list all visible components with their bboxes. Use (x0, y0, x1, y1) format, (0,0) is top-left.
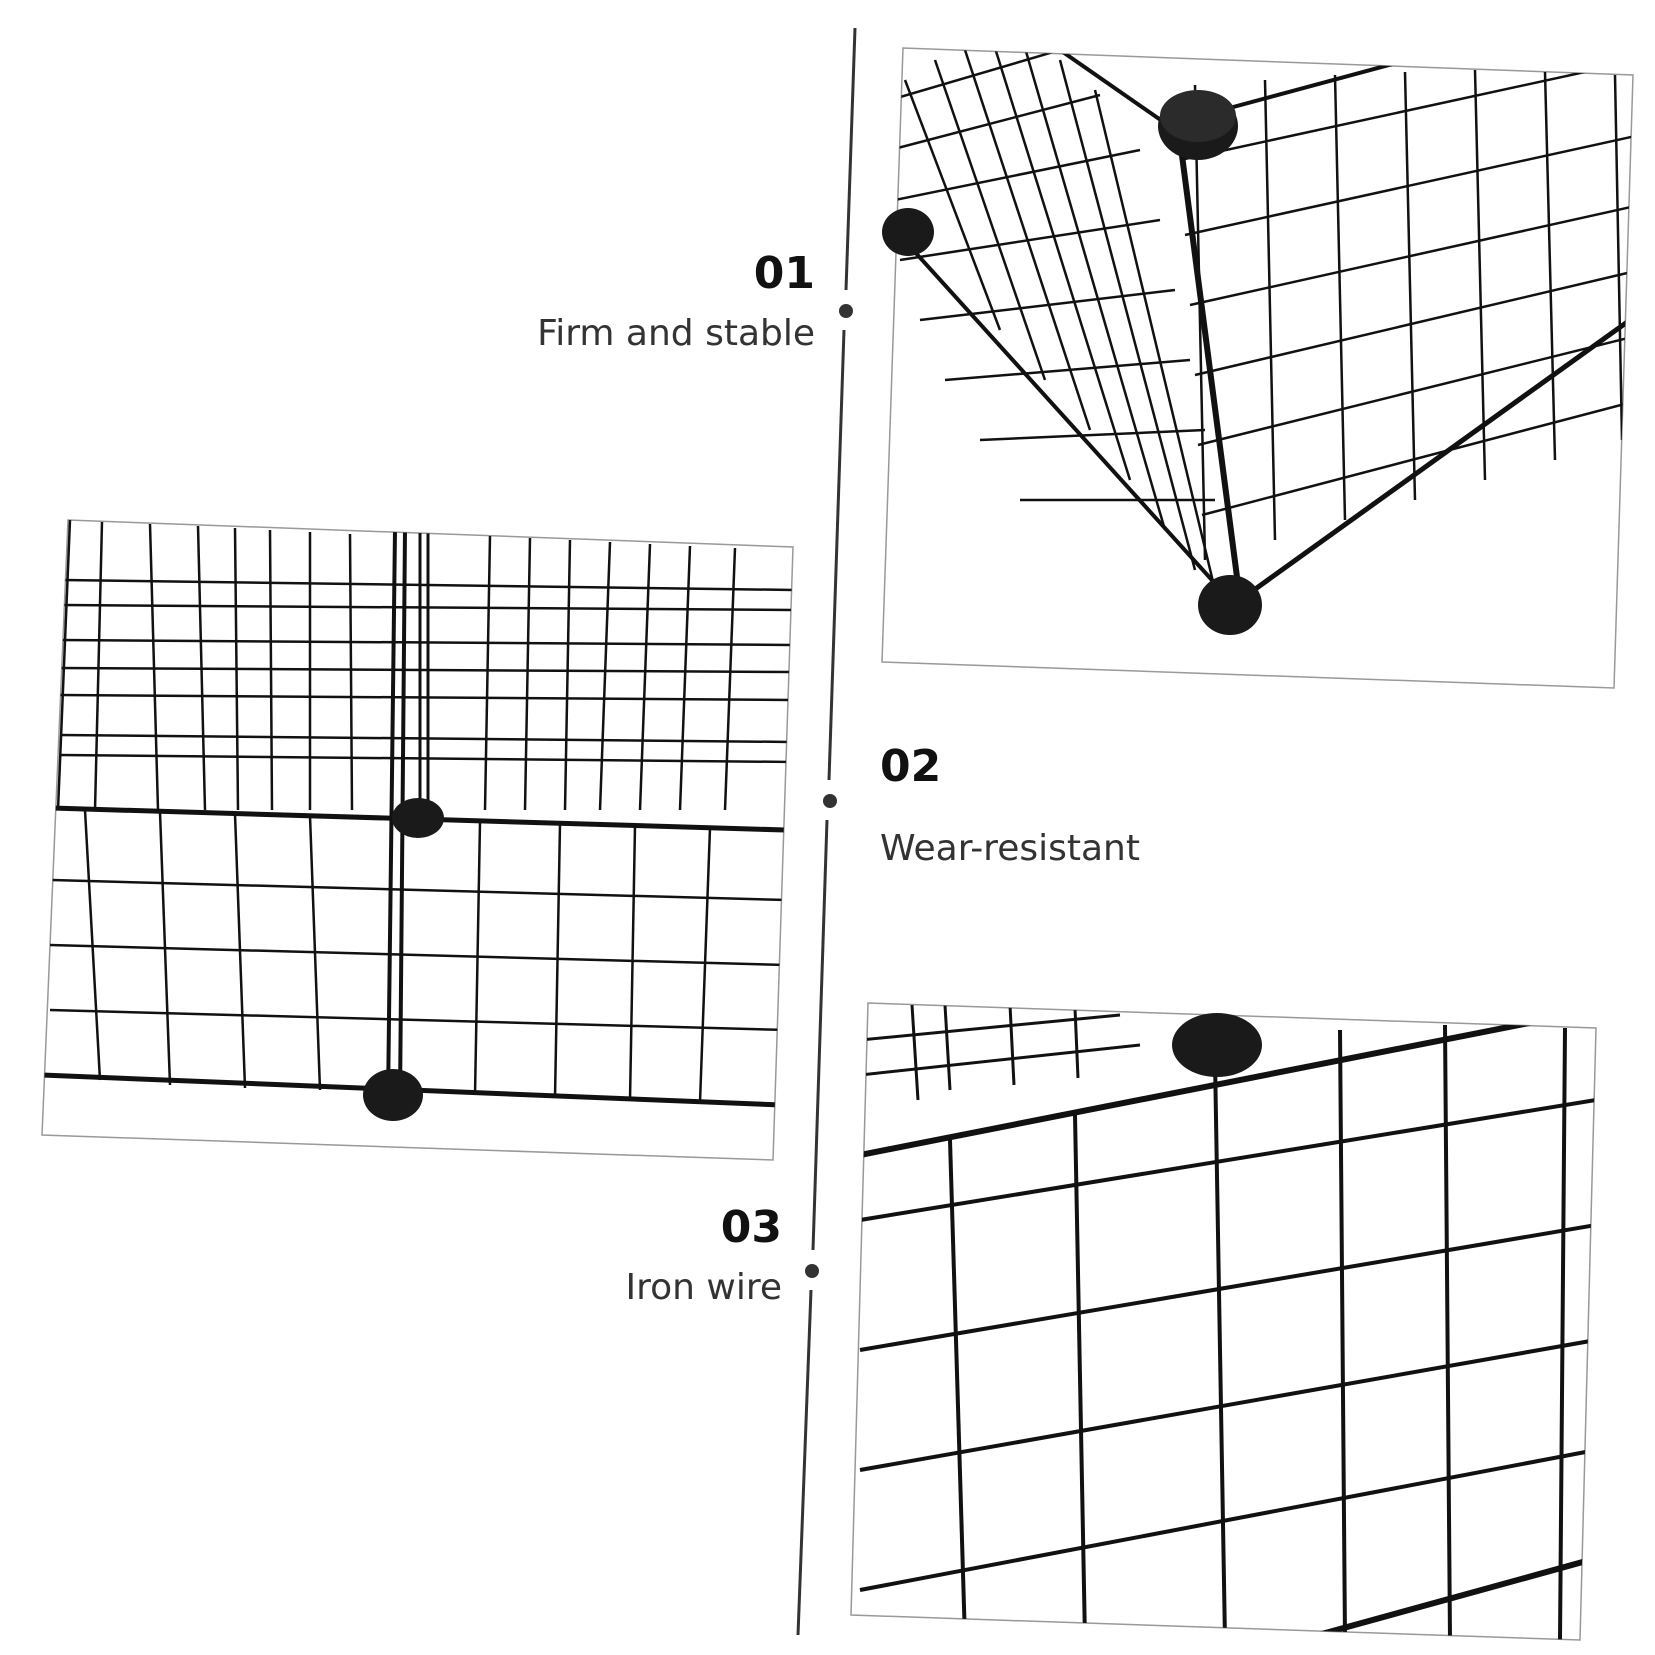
divider-segment-bottom (796, 1289, 813, 1636)
feature-number: 01 (753, 248, 815, 299)
feature-label: Firm and stable (537, 313, 815, 354)
divider-segment-top (844, 27, 857, 291)
feature-02: 02 Wear-resistant (880, 745, 1140, 867)
timeline-dot-03 (805, 1264, 819, 1278)
connector-bottom (1198, 575, 1262, 635)
feature-number: 02 (880, 741, 942, 792)
connector-middle (392, 798, 444, 838)
connector-top (1172, 1013, 1262, 1077)
feature-label: Wear-resistant (880, 828, 1140, 869)
feature-label: Iron wire (625, 1267, 782, 1308)
feature-01: 01 Firm and stable (537, 252, 815, 352)
feature-number: 03 (720, 1202, 782, 1253)
timeline-dot-02 (823, 794, 837, 808)
connector-left (882, 208, 934, 256)
divider-segment-middle-upper (827, 329, 846, 781)
feature-03: 03 Iron wire (625, 1206, 782, 1306)
timeline-dot-01 (839, 304, 853, 318)
divider-segment-middle-lower (811, 819, 829, 1251)
connector-bottom (363, 1069, 423, 1121)
